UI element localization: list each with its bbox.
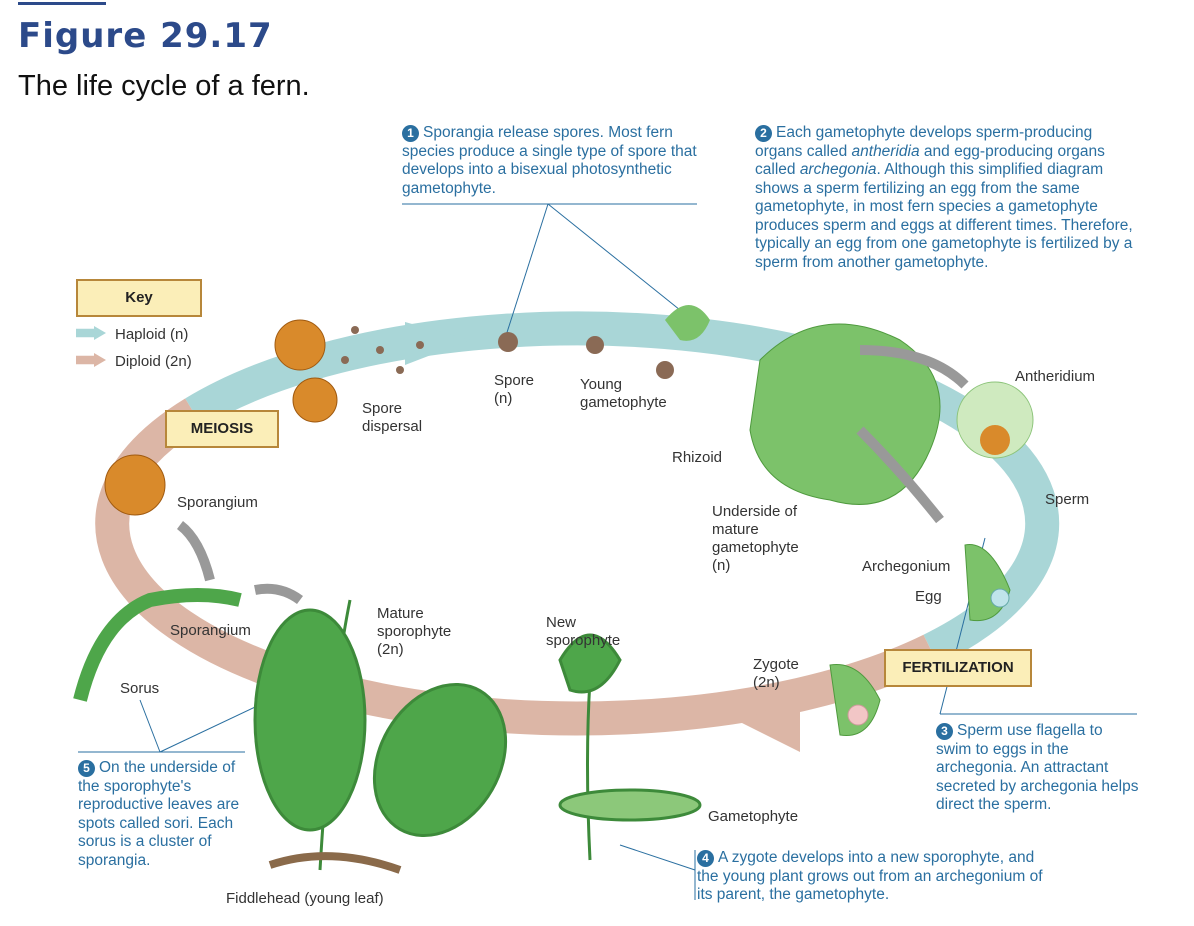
key-diploid: Diploid (2n) [115,353,192,370]
callout-text: and egg-producing organs called [755,142,1105,179]
callout-text: Sporangia release spores. Most fern spec… [402,124,697,197]
step-number: 5 [78,760,95,777]
label-fiddlehead: Fiddlehead (young leaf) [226,890,384,907]
term-antheridia: antheridia [851,142,920,160]
meiosis-label: MEIOSIS [165,410,279,448]
callout-text: A zygote develops into a new sporophyte,… [697,849,1043,903]
fertilization-label: FERTILIZATION [884,649,1032,687]
haploid-arrowhead [405,322,470,365]
label-young-gametophyte: Young gametophyte [580,376,667,411]
label-mature-sporophyte: Mature sporophyte (2n) [377,605,452,658]
label-underside: Underside of mature gametophyte (n) [712,503,799,574]
label-archegonium: Archegonium [862,558,951,575]
key-title: Key [76,279,202,317]
label-spore-dispersal: Spore dispersal [362,400,423,435]
key-haploid: Haploid (n) [115,326,189,343]
label-antheridium: Antheridium [1015,368,1096,385]
label-gametophyte: Gametophyte [708,808,799,825]
label-sporangium-leaf: Sporangium [170,622,251,639]
step-number: 2 [755,125,772,142]
figure-caption: The life cycle of a fern. [18,70,310,102]
term-archegonia: archegonia [799,161,877,178]
label-zygote: Zygote (2n) [753,656,799,691]
label-egg: Egg [915,588,942,605]
callout-text: On the underside of the sporophyte's rep… [78,759,240,869]
figure-number: Figure 29.17 [18,16,273,56]
label-rhizoid: Rhizoid [672,449,723,466]
step-number: 4 [697,850,714,867]
step-number: 1 [402,125,419,142]
figure-rule [18,2,106,5]
label-sperm: Sperm [1045,491,1090,508]
haploid-key-arrow-icon [76,326,106,340]
callout-text: . Although this simplified diagram shows… [755,161,1133,271]
label-sorus: Sorus [120,680,160,697]
label-new-sporophyte: New sporophyte [546,614,621,649]
label-sporangium: Sporangium [177,494,258,511]
label-spore: Spore (n) [494,372,535,407]
callout-text: Each gametophyte develops sperm-producin… [755,124,1093,160]
step-number: 3 [936,723,953,740]
diploid-key-arrow-icon [76,353,106,367]
diploid-arrowhead [740,695,800,752]
callout-text: Sperm use flagella to swim to eggs in th… [936,722,1139,813]
